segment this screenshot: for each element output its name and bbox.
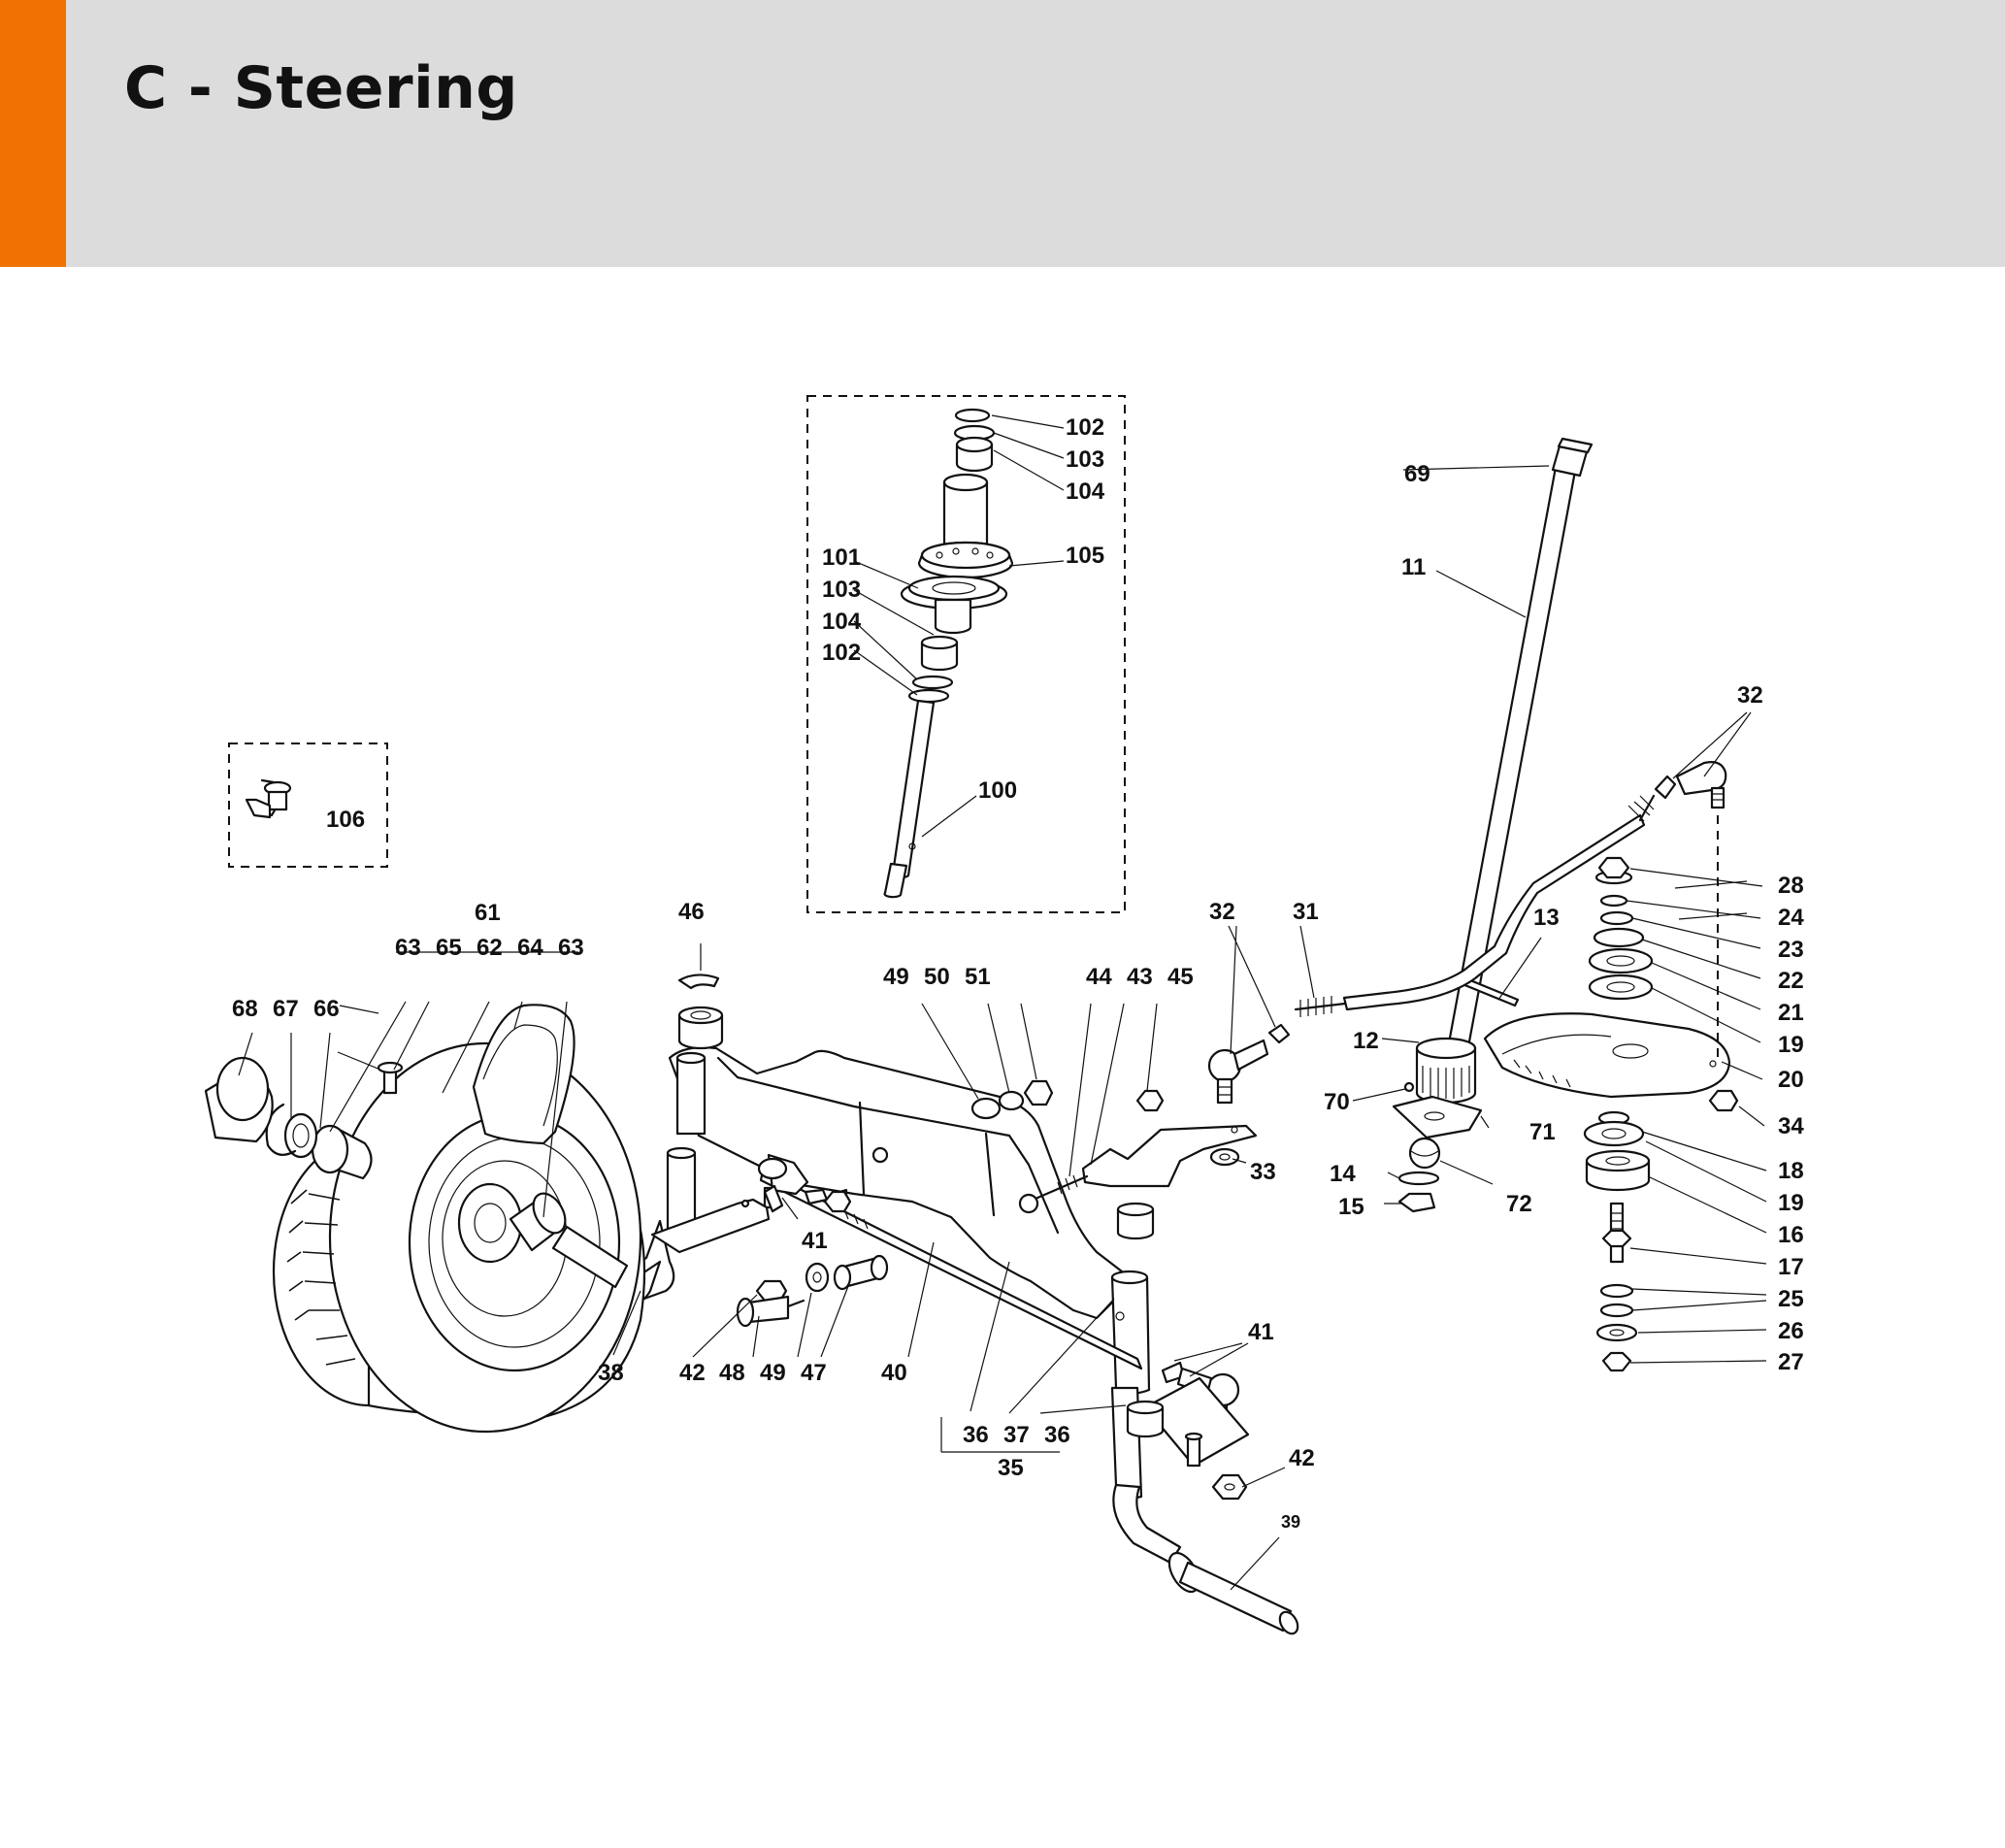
page-title: C - Steering <box>124 54 518 122</box>
callout-51: 51 <box>965 964 991 990</box>
callout-103-b: 103 <box>822 577 861 603</box>
callout-45: 45 <box>1167 964 1194 990</box>
mount-bracket <box>1081 1089 1258 1188</box>
callout-37: 37 <box>1003 1422 1030 1448</box>
callout-35: 35 <box>998 1455 1024 1481</box>
steering-shaft-kit-box <box>806 395 1126 913</box>
steering-shaft-kit <box>883 408 1014 899</box>
callout-33: 33 <box>1250 1159 1276 1185</box>
callout-101: 101 <box>822 544 861 571</box>
callout-22: 22 <box>1778 968 1804 994</box>
callout-64: 64 <box>517 935 543 961</box>
valve-part <box>245 778 292 819</box>
callout-25: 25 <box>1778 1286 1804 1312</box>
callout-11: 11 <box>1401 554 1426 580</box>
callout-100: 100 <box>978 777 1017 804</box>
pinion-and-bracket <box>1392 1037 1483 1213</box>
callout-19-a: 19 <box>1778 1032 1804 1058</box>
callout-15: 15 <box>1338 1194 1364 1220</box>
callout-43: 43 <box>1127 964 1153 990</box>
callout-17: 17 <box>1778 1254 1804 1280</box>
leader-lines <box>238 414 1767 1591</box>
header-band <box>0 0 2005 267</box>
callout-68: 68 <box>232 996 258 1022</box>
callout-46: 46 <box>678 899 705 925</box>
callout-32-a: 32 <box>1737 682 1763 709</box>
callout-36-a: 36 <box>963 1422 989 1448</box>
callout-62: 62 <box>477 935 503 961</box>
callout-18: 18 <box>1778 1158 1804 1184</box>
callout-14: 14 <box>1330 1161 1356 1187</box>
callout-72: 72 <box>1506 1191 1532 1217</box>
callout-47: 47 <box>801 1360 827 1386</box>
callout-44: 44 <box>1086 964 1112 990</box>
callout-66: 66 <box>313 996 340 1022</box>
callout-27: 27 <box>1778 1349 1804 1375</box>
callout-12: 12 <box>1353 1028 1379 1054</box>
callout-49-b: 49 <box>760 1360 786 1386</box>
callout-20: 20 <box>1778 1067 1804 1093</box>
callout-24: 24 <box>1778 905 1804 931</box>
callout-63-a: 63 <box>395 935 421 961</box>
callout-13: 13 <box>1533 905 1560 931</box>
callout-19-b: 19 <box>1778 1190 1804 1216</box>
callout-102-a: 102 <box>1066 414 1104 441</box>
callout-39: 39 <box>1281 1512 1300 1532</box>
callout-104-b: 104 <box>822 609 862 635</box>
front-axle <box>668 1046 1155 1395</box>
steering-rod <box>1207 761 1727 1105</box>
callout-67: 67 <box>273 996 299 1022</box>
callout-65: 65 <box>436 935 462 961</box>
callout-106: 106 <box>326 807 365 833</box>
header-accent-bar <box>0 0 66 267</box>
callout-38: 38 <box>598 1360 624 1386</box>
callout-48: 48 <box>719 1360 745 1386</box>
callout-34: 34 <box>1778 1113 1804 1139</box>
callout-40: 40 <box>881 1360 907 1386</box>
callout-103-a: 103 <box>1066 446 1104 473</box>
front-wheel <box>204 1004 646 1434</box>
steering-column <box>1444 437 1594 1058</box>
right-spindle <box>1110 1376 1299 1635</box>
callout-61: 61 <box>475 900 501 926</box>
callout-50: 50 <box>924 964 950 990</box>
callout-42-b: 42 <box>1289 1445 1315 1471</box>
callout-69: 69 <box>1404 461 1430 487</box>
valve-kit-box <box>228 742 388 868</box>
callout-71: 71 <box>1529 1119 1556 1145</box>
callout-labels: 102 103 104 105 101 103 104 102 100 69 1… <box>232 414 1804 1532</box>
callout-36-b: 36 <box>1044 1422 1070 1448</box>
callout-26: 26 <box>1778 1318 1804 1344</box>
callout-31: 31 <box>1293 899 1319 925</box>
callout-21: 21 <box>1778 1000 1804 1026</box>
callout-42-a: 42 <box>679 1360 706 1386</box>
callout-104-a: 104 <box>1066 478 1105 505</box>
callout-16: 16 <box>1778 1222 1804 1248</box>
callout-49-a: 49 <box>883 964 909 990</box>
callout-41-a: 41 <box>802 1228 828 1254</box>
callout-28: 28 <box>1778 873 1804 899</box>
callout-63-b: 63 <box>558 935 584 961</box>
callout-105: 105 <box>1066 543 1104 569</box>
callout-23: 23 <box>1778 937 1804 963</box>
callout-32-b: 32 <box>1209 899 1235 925</box>
callout-102-b: 102 <box>822 640 861 666</box>
callout-41-b: 41 <box>1248 1319 1274 1345</box>
callout-70: 70 <box>1324 1089 1350 1115</box>
axle-hardware <box>677 974 1054 1328</box>
